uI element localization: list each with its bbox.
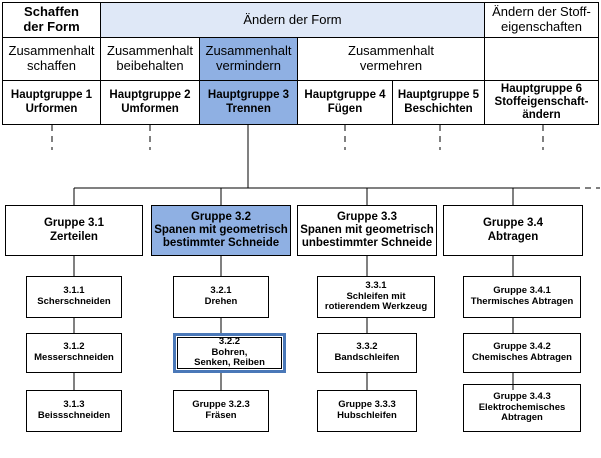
subgroup-3-2-1: 3.2.1 Drehen	[173, 276, 269, 318]
hauptgruppe-6: Hauptgruppe 6 Stoffeigenschaft- ändern	[484, 80, 599, 125]
zusammenhalt-schaffen: Zusammenhalt schaffen	[2, 37, 101, 81]
dashed-stubs	[51, 125, 600, 189]
zusammenhalt-vermindern: Zusammenhalt vermindern	[199, 37, 298, 81]
subgroup-3-2-3: Gruppe 3.2.3 Fräsen	[173, 390, 269, 432]
gruppe-3-2: Gruppe 3.2 Spanen mit geometrisch bestim…	[151, 205, 291, 256]
zusammenhalt-vermehren: Zusammenhalt vermehren	[297, 37, 485, 81]
hauptgruppe-1: Hauptgruppe 1 Urformen	[2, 80, 101, 125]
hauptgruppe-5: Hauptgruppe 5 Beschichten	[392, 80, 485, 125]
header-aendern-der-form: Ändern der Form	[100, 2, 485, 38]
subgroup-3-4-1: Gruppe 3.4.1 Thermisches Abtragen	[463, 276, 581, 318]
empty-cell	[484, 37, 599, 81]
hauptgruppe-4: Hauptgruppe 4 Fügen	[297, 80, 393, 125]
zusammenhalt-beibehalten: Zusammenhalt beibehalten	[100, 37, 200, 81]
subgroup-3-3-2: 3.3.2 Bandschleifen	[317, 333, 417, 373]
tree-connectors	[73, 125, 574, 390]
subgroup-3-3-3: Gruppe 3.3.3 Hubschleifen	[317, 390, 417, 432]
subgroup-3-1-2: 3.1.2 Messerschneiden	[26, 333, 122, 373]
gruppe-3-1: Gruppe 3.1 Zerteilen	[5, 205, 143, 256]
subgroup-3-1-3: 3.1.3 Beissschneiden	[26, 390, 122, 432]
header-schaffen-der-form: Schaffen der Form	[2, 2, 101, 38]
subgroup-3-2-2: 3.2.2 Bohren, Senken, Reiben	[173, 333, 286, 373]
subgroup-3-2-2-label: 3.2.2 Bohren, Senken, Reiben	[177, 336, 282, 369]
header-aendern-der-stoffeigenschaften: Ändern der Stoff- eigenschaften	[484, 2, 599, 38]
subgroup-3-1-1: 3.1.1 Scherschneiden	[26, 276, 122, 318]
subgroup-3-3-1: 3.3.1 Schleifen mit rotierendem Werkzeug	[317, 276, 435, 318]
hauptgruppe-3: Hauptgruppe 3 Trennen	[199, 80, 298, 125]
subgroup-3-4-2: Gruppe 3.4.2 Chemisches Abtragen	[463, 333, 581, 373]
subgroup-3-4-3: Gruppe 3.4.3 Elektrochemisches Abtragen	[463, 384, 581, 432]
hauptgruppe-2: Hauptgruppe 2 Umformen	[100, 80, 200, 125]
gruppe-3-4: Gruppe 3.4 Abtragen	[443, 205, 583, 256]
gruppe-3-3: Gruppe 3.3 Spanen mit geometrisch unbest…	[297, 205, 437, 256]
